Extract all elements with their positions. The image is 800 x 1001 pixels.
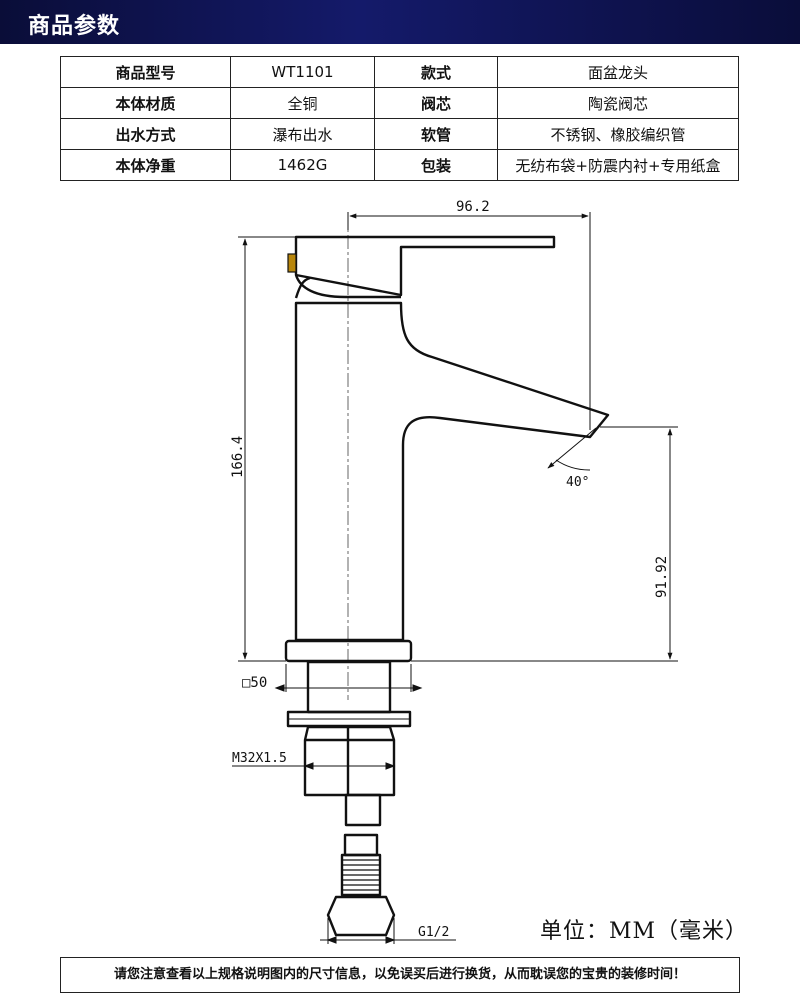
handle-lever (294, 235, 556, 297)
dim-hose (320, 918, 456, 944)
hose-nut (326, 895, 396, 937)
braid-hatching (342, 859, 380, 891)
spec-value: 不锈钢、橡胶编织管 (497, 118, 739, 150)
table-row: 本体净重 1462G 包装 无纺布袋+防震内衬+专用纸盒 (60, 149, 739, 181)
spec-table: 商品型号 WT1101 款式 面盆龙头 本体材质 全铜 阀芯 陶瓷阀芯 出水方式… (60, 56, 739, 181)
faucet-outline (284, 235, 610, 937)
spec-value: 瀑布出水 (230, 118, 375, 150)
spec-label: 款式 (374, 56, 498, 88)
dim-width-label: 96.2 (456, 199, 490, 215)
dim-height (238, 236, 296, 662)
spec-value: 1462G (230, 149, 375, 181)
table-row: 商品型号 WT1101 款式 面盆龙头 (60, 56, 739, 88)
section-header: 商品参数 (0, 0, 800, 44)
dim-angle-label: 40° (566, 475, 589, 490)
spec-label: 阀芯 (374, 87, 498, 119)
spec-label: 商品型号 (60, 56, 231, 88)
handle-base (294, 274, 401, 299)
dim-height-label: 166.4 (230, 436, 246, 478)
spec-label: 包装 (374, 149, 498, 181)
spec-value: 无纺布袋+防震内衬+专用纸盒 (497, 149, 739, 181)
hex-nut (303, 725, 396, 797)
spec-value: 全铜 (230, 87, 375, 119)
dim-angle (547, 427, 597, 471)
spec-label: 出水方式 (60, 118, 231, 150)
unit-label: 单位：MM（毫米） (540, 919, 749, 944)
handle-knob-icon (287, 253, 297, 273)
dim-hose-label: G1/2 (418, 925, 449, 940)
notice-box: 请您注意查看以上规格说明图内的尺寸信息，以免误买后进行换货，从而耽误您的宝贵的装… (60, 957, 740, 993)
spec-label: 本体净重 (60, 149, 231, 181)
table-row: 出水方式 瀑布出水 软管 不锈钢、橡胶编织管 (60, 118, 739, 150)
dim-spout-height-label: 91.92 (654, 556, 670, 598)
spec-label: 软管 (374, 118, 498, 150)
faucet-body (294, 301, 610, 642)
dim-spout-height (411, 426, 678, 662)
dim-width (347, 212, 591, 430)
dim-base-label: □50 (242, 675, 267, 691)
table-row: 本体材质 全铜 阀芯 陶瓷阀芯 (60, 87, 739, 119)
shank (306, 660, 392, 714)
dim-thread (232, 762, 396, 770)
spec-value: 面盆龙头 (497, 56, 739, 88)
spec-value: 陶瓷阀芯 (497, 87, 739, 119)
section-title: 商品参数 (28, 14, 121, 39)
dim-base (274, 664, 423, 692)
dim-thread-label: M32X1.5 (232, 751, 287, 766)
